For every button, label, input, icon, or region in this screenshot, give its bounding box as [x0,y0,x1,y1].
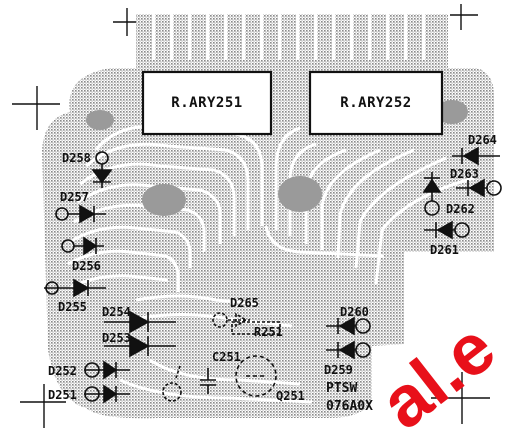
relay-252: R.ARY252 [308,70,444,136]
component-symbols [44,146,502,404]
label-d261: D261 [430,243,459,257]
diode-d252-symbol [84,360,130,380]
label-d255: D255 [58,300,87,314]
board-code: 076A0X [326,399,373,414]
diode-d260-symbol [326,316,371,336]
diode-d251-symbol [84,384,130,404]
diode-d265-symbol [212,312,250,328]
diode-d255-symbol [44,278,106,298]
diode-d259-symbol [326,340,371,360]
diode-d258-symbol [91,151,113,188]
transistor-q251-symbol [235,355,277,397]
label-d254: D254 [102,305,131,319]
relay-252-label: R.ARY252 [340,95,411,111]
diode-d264-symbol [452,146,500,166]
label-r251: R251 [254,325,283,339]
diode-d262-symbol [422,172,442,216]
label-d262: D262 [446,202,475,216]
diode-d257-symbol [55,204,106,224]
copper-area [42,14,494,419]
relay-251-label: R.ARY251 [171,95,242,111]
label-d256: D256 [72,259,101,273]
label-d260: D260 [340,305,369,319]
label-d257: D257 [60,190,89,204]
label-d251: D251 [48,388,77,402]
label-d259: D259 [324,363,353,377]
registration-marks [12,4,490,428]
board-name: PTSW [326,381,357,396]
label-d263: D263 [450,167,479,181]
label-q251: Q251 [276,389,305,403]
diode-d263-symbol [456,178,502,198]
diode-d254-symbol [104,310,176,334]
test-point-symbol [162,365,182,402]
relay-251: R.ARY251 [141,70,273,136]
label-d258: D258 [62,151,91,165]
diode-d253-symbol [104,334,176,358]
label-c251: C251 [212,350,241,364]
label-d264: D264 [468,133,497,147]
component-labels: D258 D257 D256 D255 D254 D253 D252 D251 … [48,133,497,403]
label-d253: D253 [102,331,131,345]
diode-d261-symbol [424,220,470,240]
label-d252: D252 [48,364,77,378]
label-d265: D265 [230,296,259,310]
diode-d256-symbol [61,236,104,256]
board-designation: PTSW 076A0X [326,381,373,414]
capacitor-c251-symbol [200,368,216,394]
